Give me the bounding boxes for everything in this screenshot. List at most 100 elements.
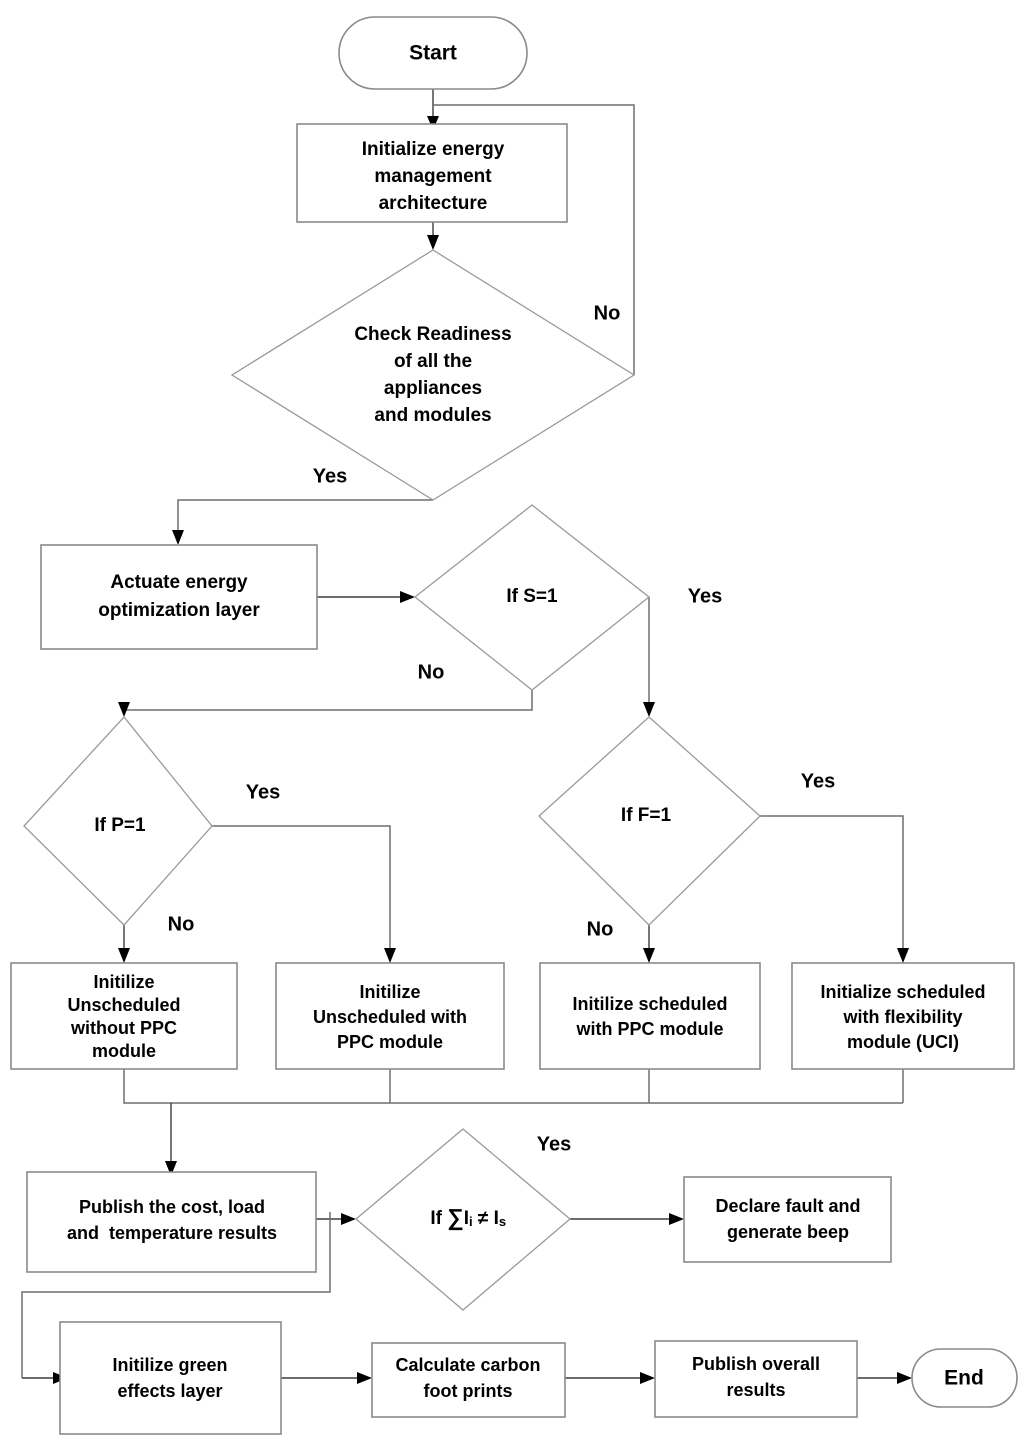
node-unsched-with-ppc[interactable]: Initilize Unscheduled with PPC module	[275, 962, 505, 1070]
unsched-with-ppc-line1: Initilize	[359, 982, 420, 1002]
node-carbon-foot[interactable]: Calculate carbon foot prints	[371, 1342, 566, 1418]
init-arch-shape	[296, 123, 568, 223]
arrowhead-ifs	[400, 591, 415, 603]
node-if-sum[interactable]: If ∑Ii ≠ Is	[354, 1128, 572, 1311]
unsched-with-ppc-line3: PPC module	[337, 1032, 443, 1052]
unsched-without-ppc-shape	[10, 962, 238, 1070]
edge-label-readiness-yes: Yes	[313, 465, 347, 487]
arrowhead-init-arch	[427, 116, 439, 130]
arrowhead-sched-with-ppc	[643, 948, 655, 963]
node-init-arch[interactable]: Initialize energy management architectur…	[296, 123, 568, 223]
edge-readiness-yes	[177, 499, 433, 534]
node-publish-overall[interactable]: Publish overall results	[654, 1340, 858, 1418]
publish-overall-line2: results	[726, 1380, 785, 1400]
node-end[interactable]: End	[911, 1348, 1018, 1408]
arrowhead-iff	[643, 702, 655, 717]
node-publish-cost[interactable]: Publish the cost, load and temperature r…	[26, 1171, 317, 1273]
edge-labels-layer: No Yes Yes No Yes No Yes No Yes	[168, 302, 836, 1155]
node-if-s[interactable]: If S=1	[413, 504, 651, 691]
arrowhead-actuate	[172, 530, 184, 545]
unsched-with-ppc-shape	[275, 962, 505, 1070]
end-label: End	[944, 1367, 984, 1390]
arrowhead-carbon-foot	[357, 1372, 372, 1384]
sched-with-ppc-line2: with PPC module	[575, 1019, 723, 1039]
if-sum-shape	[354, 1128, 572, 1311]
check-readiness-line1: Check Readiness	[354, 324, 511, 345]
sched-with-flex-line1: Initialize scheduled	[820, 982, 985, 1002]
if-s-shape	[413, 504, 651, 691]
node-if-p[interactable]: If P=1	[23, 716, 213, 926]
if-f-shape	[538, 716, 761, 926]
init-arch-line2: management	[374, 166, 492, 187]
carbon-foot-line1: Calculate carbon	[395, 1355, 540, 1375]
check-readiness-line2: of all the	[394, 351, 472, 372]
if-sum-var2: I	[494, 1208, 499, 1229]
node-unsched-without-ppc[interactable]: Initilize Unscheduled without PPC module	[10, 962, 238, 1070]
arrowhead-declare-fault	[669, 1213, 684, 1225]
node-check-readiness[interactable]: Check Readiness of all the appliances an…	[230, 249, 636, 501]
if-p-label: If P=1	[94, 815, 146, 836]
unsched-without-ppc-line1: Initilize	[93, 972, 154, 992]
node-sched-with-ppc[interactable]: Initilize scheduled with PPC module	[539, 962, 761, 1070]
edge-label-p-yes: Yes	[246, 781, 280, 803]
edge-label-f-no: No	[587, 918, 614, 940]
edge-label-s-yes: Yes	[688, 585, 722, 607]
sched-with-flex-shape	[791, 962, 1015, 1070]
arrowhead-publish-overall	[640, 1372, 655, 1384]
node-if-f[interactable]: If F=1	[538, 716, 761, 926]
edge-label-f-yes: Yes	[801, 770, 835, 792]
edge-label-sum-yes: Yes	[537, 1133, 571, 1155]
arrowhead-ifp	[118, 702, 130, 717]
if-sum-var1-sub: i	[469, 1214, 473, 1229]
edge-merge-bus	[123, 1069, 903, 1104]
edge-label-p-no: No	[168, 913, 195, 935]
node-green-effects[interactable]: Initilize green effects layer	[59, 1321, 282, 1435]
check-readiness-shape	[230, 249, 636, 501]
edge-label-readiness-no: No	[594, 302, 621, 324]
arrowhead-unsched-with-ppc	[384, 948, 396, 963]
end-shape	[911, 1348, 1018, 1408]
if-sum-var1: I	[464, 1208, 469, 1229]
sched-with-flex-line3: module (UCI)	[847, 1032, 959, 1052]
green-effects-line2: effects layer	[117, 1381, 222, 1401]
if-p-shape	[23, 716, 213, 926]
publish-overall-line1: Publish overall	[692, 1354, 820, 1374]
check-readiness-line4: and modules	[374, 405, 491, 426]
declare-fault-line1: Declare fault and	[715, 1196, 860, 1216]
edge-iff-yes	[760, 815, 904, 952]
node-actuate[interactable]: Actuate energy optimization layer	[40, 544, 318, 650]
init-arch-line3: architecture	[379, 193, 488, 214]
node-sched-with-flex[interactable]: Initialize scheduled with flexibility mo…	[791, 962, 1015, 1070]
publish-overall-shape	[654, 1340, 858, 1418]
init-arch-line1: Initialize energy	[362, 139, 505, 160]
if-sum-label: If ∑Ii ≠ Is	[393, 1204, 532, 1233]
node-declare-fault[interactable]: Declare fault and generate beep	[683, 1176, 892, 1263]
start-label: Start	[409, 42, 457, 65]
edge-ifsum-continue	[21, 1212, 331, 1378]
carbon-foot-shape	[371, 1342, 566, 1418]
publish-cost-line1: Publish the cost, load	[79, 1197, 265, 1217]
publish-cost-line2: and temperature results	[67, 1223, 277, 1243]
unsched-without-ppc-line4: module	[92, 1041, 156, 1061]
sched-with-flex-line2: with flexibility	[842, 1007, 962, 1027]
edge-ifs-no	[123, 690, 533, 711]
arrowhead-end	[897, 1372, 912, 1384]
if-s-label: If S=1	[506, 586, 558, 607]
actuate-line1: Actuate energy	[110, 572, 248, 593]
arrowhead-publish-cost	[165, 1161, 177, 1176]
green-effects-line1: Initilize green	[112, 1355, 227, 1375]
arrowhead-sched-with-flex	[897, 948, 909, 963]
carbon-foot-line2: foot prints	[424, 1381, 513, 1401]
unsched-with-ppc-line2: Unscheduled with	[313, 1007, 467, 1027]
publish-cost-shape	[26, 1171, 317, 1273]
sigma-icon: ∑	[447, 1204, 463, 1231]
arrowhead-readiness	[427, 235, 439, 250]
edge-label-s-no: No	[418, 661, 445, 683]
unsched-without-ppc-line2: Unscheduled	[67, 995, 180, 1015]
if-f-label: If F=1	[621, 805, 672, 826]
actuate-line2: optimization layer	[98, 600, 260, 621]
node-start[interactable]: Start	[338, 16, 528, 90]
sched-with-ppc-line1: Initilize scheduled	[572, 994, 727, 1014]
